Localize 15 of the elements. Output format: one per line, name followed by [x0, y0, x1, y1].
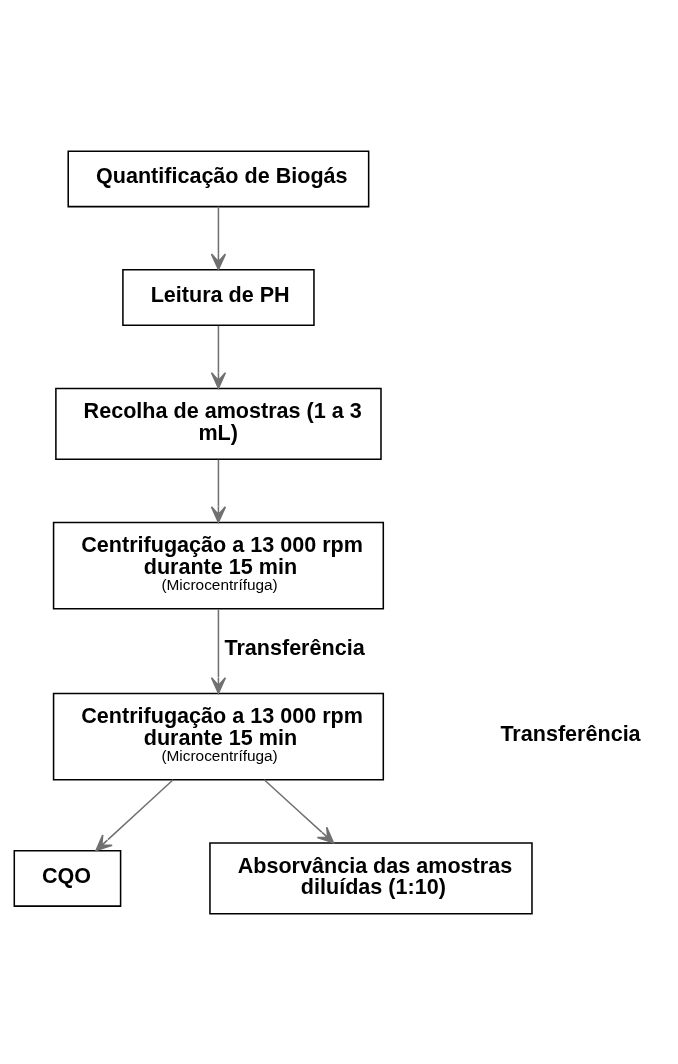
arrow [210, 324, 227, 389]
arrow [263, 778, 335, 843]
edge-label: Transferência [224, 634, 365, 660]
node-box: Recolha de amostras (1 a 3 mL) [55, 387, 382, 460]
arrow [210, 458, 227, 523]
node-box: Leitura de PH [122, 268, 315, 326]
node-box: Centrifugação a 13 000 rpm durante 15 min (Microcentrífuga) [52, 692, 385, 781]
arrow [210, 607, 227, 694]
arrow [95, 778, 174, 851]
label: Transferência [500, 720, 641, 746]
node-box: Absorvância das amostras diluídas (1:10) [209, 841, 533, 915]
node-box: CQO [13, 849, 122, 907]
node-box: Centrifugação a 13 000 rpm durante 15 min (Microcentrífuga) [52, 521, 385, 610]
node-box: Quantificação de Biogás [67, 149, 370, 207]
arrow [210, 205, 227, 270]
